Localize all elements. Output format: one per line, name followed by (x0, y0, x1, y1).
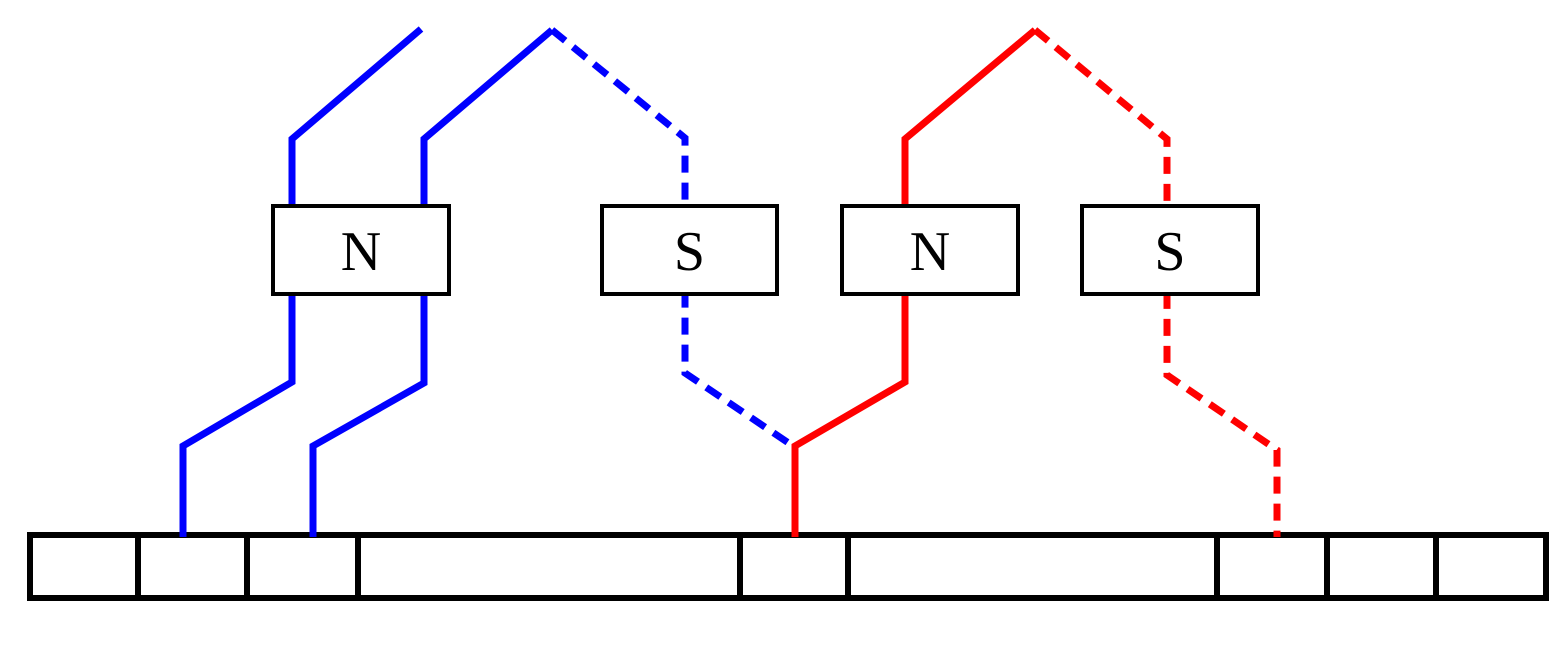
coil-a-right-side-solid (309, 27, 555, 537)
pole-box-s-1 (600, 204, 779, 296)
coil-a-left-side-solid (179, 26, 424, 537)
pole-box-n-2 (840, 204, 1020, 296)
pole-label-s-3: S (1154, 221, 1185, 283)
pole-label-n-0: N (341, 221, 381, 283)
pole-label-n-2: N (910, 221, 950, 283)
pole-label-s-1: S (674, 221, 705, 283)
coil-b-return-dashed (1032, 27, 1281, 537)
pole-box-s-3 (1080, 204, 1260, 296)
commutator-bar (27, 532, 1549, 601)
coil-b-side-solid (791, 27, 1038, 537)
pole-box-n-0 (271, 204, 451, 296)
coil-a-return-dashed (549, 27, 795, 449)
